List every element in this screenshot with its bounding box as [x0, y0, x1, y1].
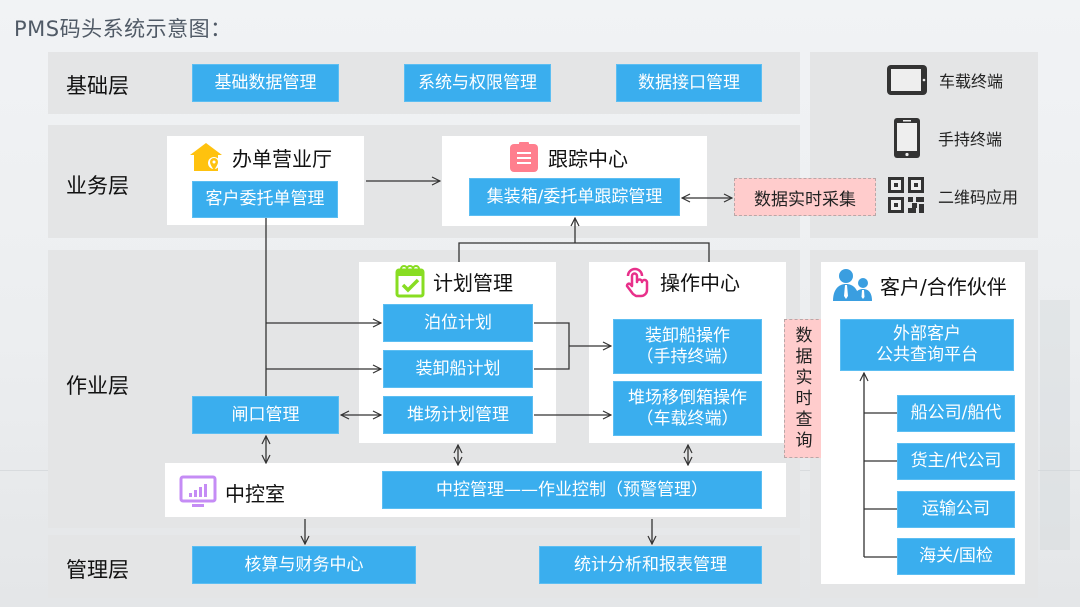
office-header: 办单营业厅 — [188, 141, 332, 173]
phone-icon — [894, 118, 920, 158]
yard-shifting-operation-line2: （车载终端） — [636, 408, 739, 429]
control-room-title: 中控室 — [225, 481, 285, 506]
control-room-header: 中控室 — [179, 475, 285, 509]
realtime-data-query: 数 据 实 时 查 询 — [784, 319, 824, 458]
legend-label: 二维码应用 — [938, 188, 1019, 207]
base-data-management[interactable]: 基础数据管理 — [192, 64, 339, 102]
yard-shifting-operation[interactable]: 堆场移倒箱操作 （车载终端） — [613, 381, 762, 436]
partner-transport-company[interactable]: 运输公司 — [897, 491, 1015, 528]
public-query-platform-line2: 公共查询平台 — [876, 345, 978, 365]
touch-hand-icon — [625, 267, 649, 298]
ops-header: 操作中心 — [622, 264, 740, 298]
central-control-management[interactable]: 中控管理——作业控制（预警管理） — [382, 471, 762, 509]
yard-shifting-operation-line1: 堆场移倒箱操作 — [628, 387, 747, 408]
system-permission-management[interactable]: 系统与权限管理 — [404, 64, 551, 102]
tracking-header: 跟踪中心 — [508, 141, 628, 173]
calendar-check-icon — [395, 265, 425, 298]
house-location-icon — [190, 143, 222, 171]
qrcode-icon — [888, 177, 924, 213]
public-query-platform-line1: 外部客户 — [893, 324, 961, 344]
users-icon — [833, 269, 872, 301]
ops-title: 操作中心 — [660, 270, 740, 295]
query-char: 据 — [795, 346, 813, 367]
partner-cargo-owner[interactable]: 货主/代公司 — [897, 443, 1015, 480]
berth-plan[interactable]: 泊位计划 — [383, 304, 533, 342]
clipboard-icon — [510, 142, 538, 172]
query-char: 查 — [795, 409, 813, 430]
ship-loading-operation-line1: 装卸船操作 — [645, 325, 730, 346]
plan-header: 计划管理 — [395, 264, 513, 298]
layer-label-operation: 作业层 — [66, 374, 129, 398]
legend-item-qrcode: 二维码应用 — [888, 177, 1018, 215]
legend-item-handheld-terminal: 手持终端 — [892, 116, 1002, 160]
partners-title: 客户/合作伙伴 — [880, 274, 1007, 299]
query-char: 实 — [795, 367, 813, 388]
statistics-report-management[interactable]: 统计分析和报表管理 — [539, 546, 762, 584]
tablet-icon — [887, 65, 927, 95]
layer-label-business: 业务层 — [66, 174, 129, 198]
container-order-tracking[interactable]: 集装箱/委托单跟踪管理 — [469, 178, 680, 216]
ship-loading-operation-line2: （手持终端） — [636, 346, 739, 367]
loading-unloading-plan[interactable]: 装卸船计划 — [383, 350, 533, 388]
query-char: 询 — [795, 430, 813, 451]
public-query-platform[interactable]: 外部客户 公共查询平台 — [840, 319, 1014, 371]
query-char: 数 — [795, 325, 813, 346]
gate-management[interactable]: 闸口管理 — [192, 396, 339, 434]
monitor-chart-icon — [179, 475, 217, 507]
tracking-title: 跟踪中心 — [548, 146, 628, 171]
realtime-data-collection: 数据实时采集 — [734, 178, 876, 216]
partner-shipping-company[interactable]: 船公司/船代 — [897, 395, 1015, 432]
office-title: 办单营业厅 — [232, 146, 332, 171]
partners-header: 客户/合作伙伴 — [832, 268, 1007, 302]
ship-loading-operation[interactable]: 装卸船操作 （手持终端） — [613, 319, 762, 374]
query-char: 时 — [795, 388, 813, 409]
plan-title: 计划管理 — [433, 270, 513, 295]
legend-label: 手持终端 — [938, 130, 1003, 149]
page-title: PMS码头系统示意图： — [14, 17, 232, 41]
layer-label-base: 基础层 — [66, 74, 129, 98]
yard-plan-management[interactable]: 堆场计划管理 — [383, 396, 533, 434]
customer-order-management[interactable]: 客户委托单管理 — [192, 181, 338, 218]
partner-customs[interactable]: 海关/国检 — [897, 538, 1015, 575]
legend-item-vehicle-terminal: 车载终端 — [885, 62, 1003, 98]
data-interface-management[interactable]: 数据接口管理 — [616, 64, 762, 102]
layer-label-management: 管理层 — [66, 558, 129, 582]
accounting-finance-center[interactable]: 核算与财务中心 — [192, 546, 416, 584]
legend-label: 车载终端 — [939, 72, 1004, 91]
background-decoration — [1040, 300, 1070, 550]
